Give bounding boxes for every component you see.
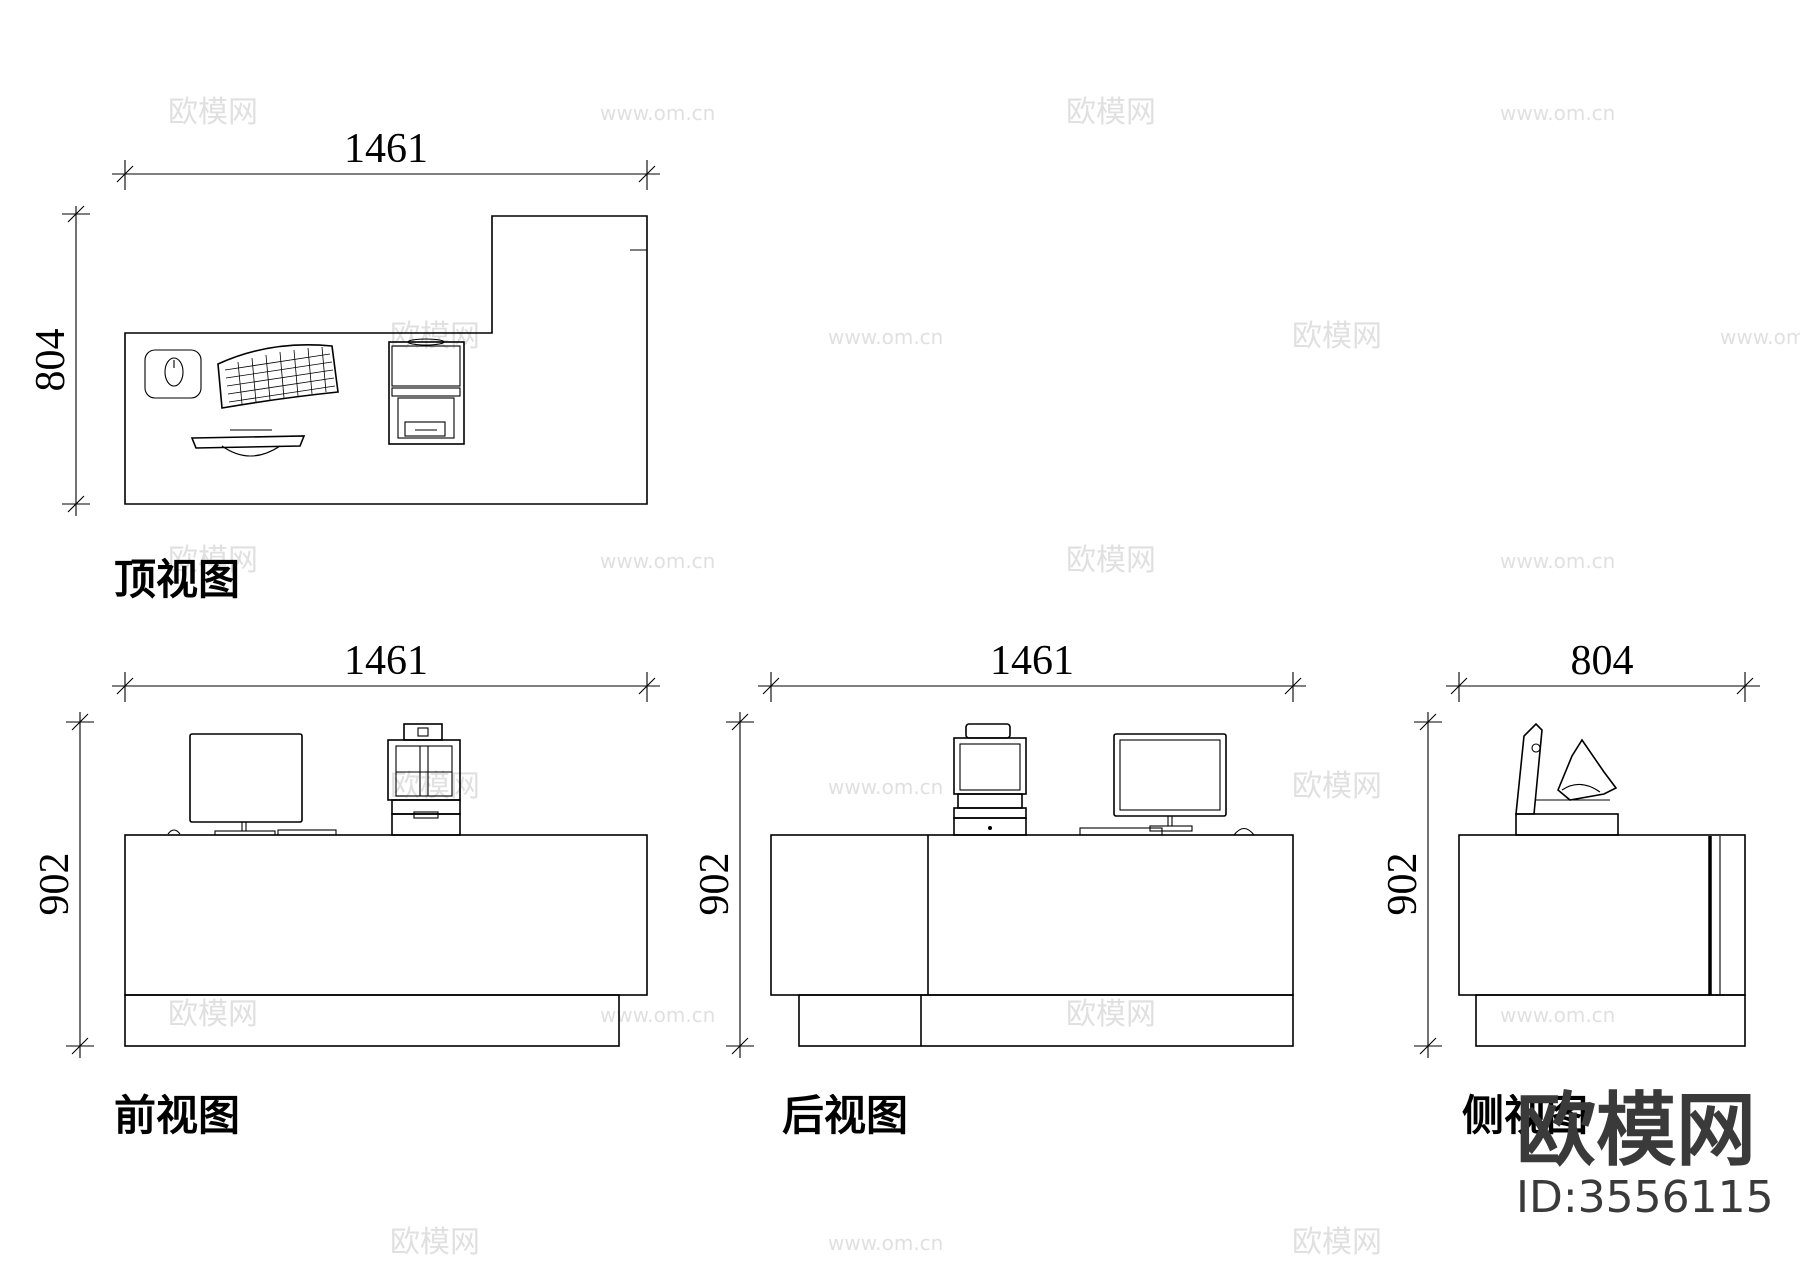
brand-logo-text: 欧模网 — [1516, 1084, 1756, 1177]
watermark-cn: 欧模网 — [1066, 543, 1156, 578]
watermark-url: www.om.cn — [1500, 101, 1615, 125]
monitor-top — [190, 429, 306, 457]
front-width-value: 1461 — [344, 638, 428, 684]
side-view: 804 902 侧视图 — [1380, 638, 1760, 1140]
side-desk-plinth — [1475, 994, 1746, 1047]
back-view-label: 后视图 — [782, 1091, 908, 1140]
watermark-url: www.om.cn — [828, 775, 943, 799]
watermark-cn: 欧模网 — [168, 543, 258, 578]
watermark-cn: 欧模网 — [168, 95, 258, 130]
back-mouse — [1233, 827, 1255, 836]
back-width-dimension: 1461 — [758, 638, 1306, 702]
watermark-url: www.om.cn — [600, 1003, 715, 1027]
side-view-label: 侧视图 — [1462, 1091, 1588, 1140]
watermark-cn: 欧模网 — [1292, 319, 1382, 354]
back-desk-body — [770, 834, 1294, 996]
top-view-label: 顶视图 — [114, 555, 240, 604]
mouse-pad — [144, 349, 202, 399]
front-pos-terminal — [387, 723, 461, 836]
front-width-dimension: 1461 — [112, 638, 660, 702]
front-desk-body — [124, 834, 648, 996]
watermark-url: www.om.cn — [1720, 325, 1800, 349]
front-view-label: 前视图 — [114, 1091, 240, 1140]
side-width-dimension: 804 — [1446, 638, 1760, 702]
power-button-icon — [988, 826, 992, 830]
top-width-dimension: 1461 — [112, 126, 660, 190]
watermark-cn: 欧模网 — [390, 319, 480, 354]
watermark-cn: 欧模网 — [1066, 95, 1156, 130]
keyboard-top — [217, 344, 339, 409]
back-width-value: 1461 — [990, 638, 1074, 684]
front-mouse — [167, 829, 181, 835]
front-keyboard — [277, 829, 337, 836]
back-monitor — [1079, 733, 1227, 836]
back-height-value: 902 — [692, 853, 738, 916]
watermark-cn: 欧模网 — [1292, 1225, 1382, 1260]
top-width-value: 1461 — [344, 126, 428, 172]
watermark-layer: 欧模网 www.om.cn 欧模网 www.om.cn 欧模网 www.om.c… — [168, 95, 1800, 1260]
watermark-url: www.om.cn — [1500, 1003, 1615, 1027]
brand-stamp: 欧模网 ID:3556115 — [1516, 1084, 1774, 1223]
side-width-value: 804 — [1571, 638, 1634, 684]
watermark-url: www.om.cn — [600, 549, 715, 573]
back-pos-terminal — [953, 723, 1027, 836]
side-desk-body — [1458, 834, 1746, 996]
front-height-value: 902 — [32, 853, 78, 916]
top-depth-value: 804 — [28, 329, 74, 392]
back-height-dimension: 902 — [692, 712, 754, 1058]
top-depth-dimension: 804 — [28, 205, 90, 516]
watermark-cn: 欧模网 — [1292, 769, 1382, 804]
watermark-url: www.om.cn — [600, 101, 715, 125]
top-view: 1461 804 — [28, 126, 660, 604]
side-height-value: 902 — [1380, 853, 1426, 916]
pos-terminal-top — [388, 338, 465, 445]
brand-id: ID:3556115 — [1516, 1172, 1774, 1223]
watermark-cn: 欧模网 — [1066, 997, 1156, 1032]
back-desk-plinth — [798, 994, 1294, 1047]
front-monitor — [189, 733, 303, 836]
watermark-cn: 欧模网 — [390, 769, 480, 804]
side-height-dimension: 902 — [1380, 712, 1442, 1058]
desk-top-outline — [124, 215, 648, 505]
watermark-cn: 欧模网 — [168, 997, 258, 1032]
front-view: 1461 902 — [32, 638, 660, 1140]
front-height-dimension: 902 — [32, 712, 94, 1058]
back-view: 1461 902 — [692, 638, 1306, 1140]
side-pos-terminal — [1515, 722, 1619, 836]
front-desk-plinth — [124, 994, 620, 1047]
watermark-url: www.om.cn — [828, 325, 943, 349]
watermark-url: www.om.cn — [828, 1231, 943, 1255]
watermark-url: www.om.cn — [1500, 549, 1615, 573]
watermark-cn: 欧模网 — [390, 1225, 480, 1260]
